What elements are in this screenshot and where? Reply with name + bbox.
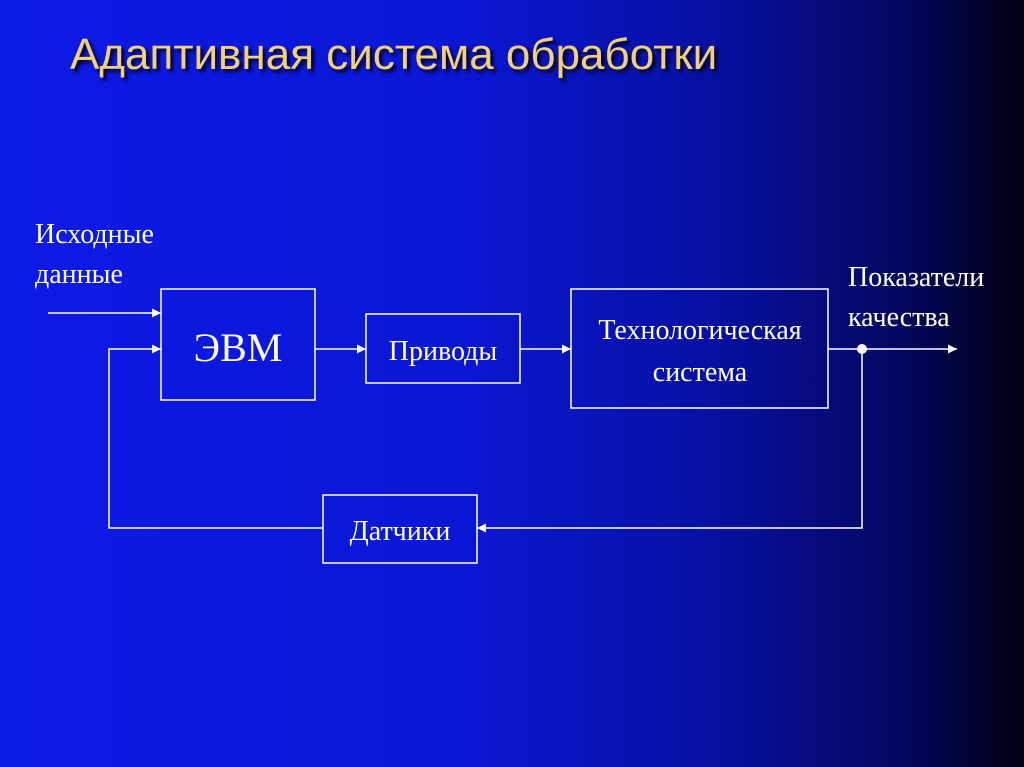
evm-block xyxy=(160,288,316,401)
input-label-line-2: данные xyxy=(35,259,123,290)
tech-system-label-line-2: система xyxy=(653,357,748,388)
sensors-label: Датчики xyxy=(350,516,451,547)
sensors-to-evm-arrow xyxy=(108,344,323,529)
output-label-line-1: Показатели xyxy=(848,262,984,293)
output-label-line-2: качества xyxy=(848,302,950,333)
slide-title: Адаптивная система обработки xyxy=(70,30,718,79)
evm-label: ЭВМ xyxy=(194,325,283,370)
drives-label: Приводы xyxy=(389,336,498,367)
feedback-to-sensors-arrow xyxy=(477,349,863,533)
tech-system-block xyxy=(570,288,829,409)
tech-system-label-line-1: Технологическая xyxy=(598,315,801,346)
input-label-line-1: Исходные xyxy=(35,219,154,250)
sensors-block xyxy=(322,494,478,564)
